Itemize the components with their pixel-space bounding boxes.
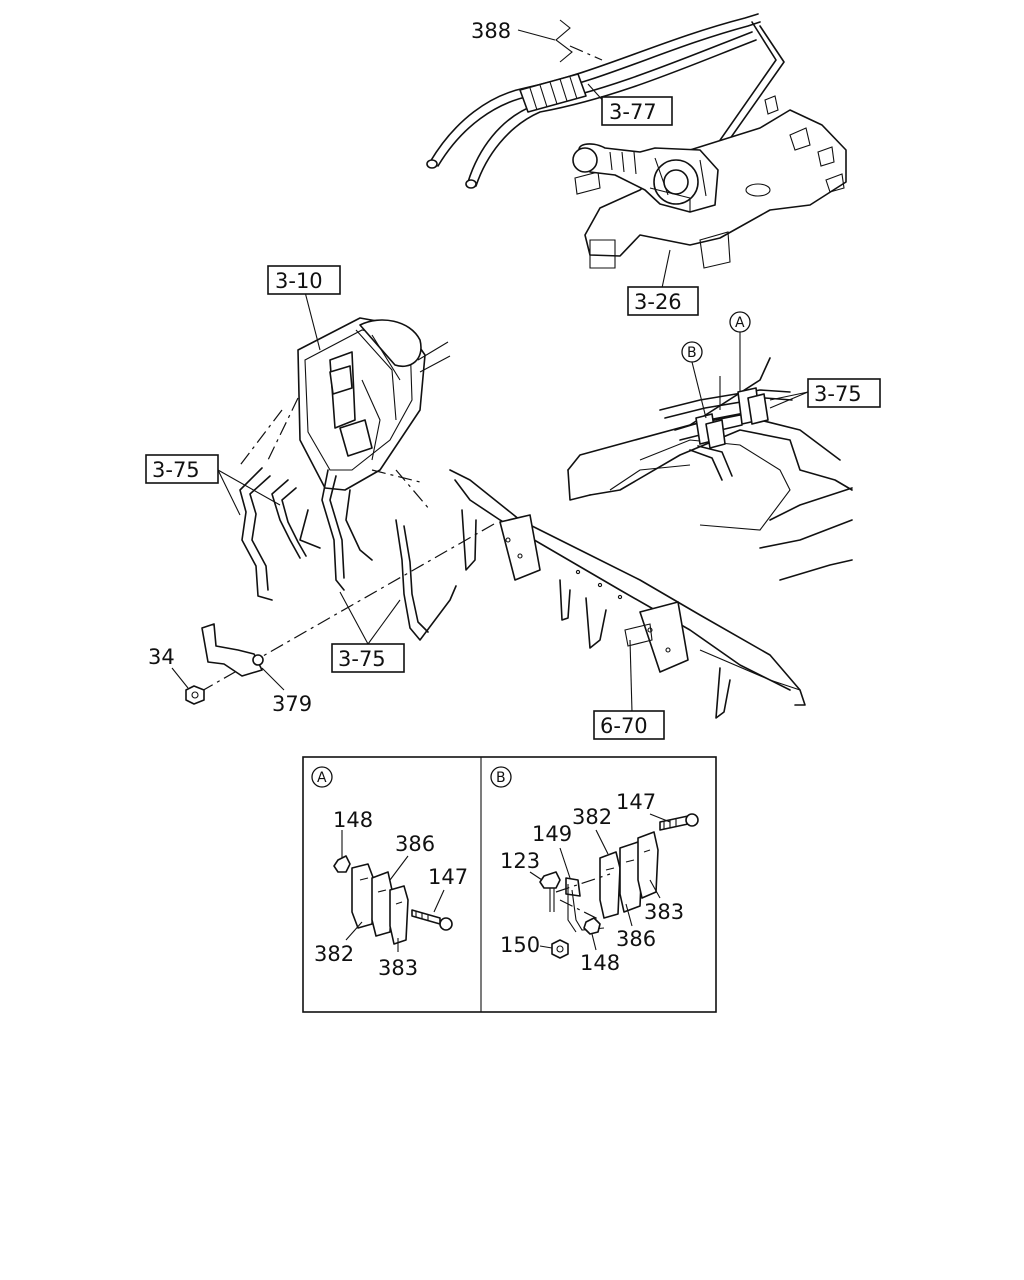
callout-3-10: 3-10	[267, 265, 341, 351]
detail-b-label-386: 386	[616, 927, 656, 951]
callout-34: 34	[148, 645, 189, 689]
callout-A-top-label: A	[735, 315, 745, 331]
detail-b-label-382: 382	[572, 805, 612, 829]
callout-388: 388	[471, 19, 603, 63]
detail-a-label-383: 383	[378, 956, 418, 980]
detail-b-label-150: 150	[500, 933, 540, 957]
callout-A-top: A	[729, 311, 751, 392]
callout-388-label: 388	[471, 19, 511, 43]
callout-3-26-label: 3-26	[634, 290, 682, 314]
detail-a-marker: A	[317, 770, 327, 786]
callout-379: 379	[261, 667, 312, 716]
callout-3-75-left-label: 3-75	[152, 458, 200, 482]
detail-b-label-123: 123	[500, 849, 540, 873]
detail-b-label-147: 147	[616, 790, 656, 814]
callout-3-77: 3-77	[587, 83, 673, 126]
harness-left	[237, 397, 457, 641]
detail-b-marker: B	[496, 770, 506, 786]
detail-b-label-149: 149	[532, 822, 572, 846]
callout-3-75-right: 3-75	[769, 378, 881, 409]
pedal-bracket-assembly	[297, 317, 451, 491]
detail-b: B 147 382 149 123 383 386 150 148	[490, 766, 699, 975]
clip-379-and-nut-34	[185, 523, 495, 705]
callout-B-top-label: B	[687, 345, 697, 361]
detail-a-label-386: 386	[395, 832, 435, 856]
connector-clips	[659, 376, 793, 481]
callout-3-75-left: 3-75	[145, 454, 281, 516]
brake-pipe-assembly	[426, 13, 847, 269]
detail-a-label-148: 148	[333, 808, 373, 832]
callout-3-26: 3-26	[627, 249, 699, 316]
callout-3-75-bottom: 3-75	[331, 591, 405, 673]
callout-6-70-label: 6-70	[600, 714, 648, 738]
callout-3-75-bottom-label: 3-75	[338, 647, 386, 671]
callout-34-label: 34	[148, 645, 175, 669]
callout-3-75-right-label: 3-75	[814, 382, 862, 406]
callout-3-10-label: 3-10	[275, 269, 323, 293]
detail-a-label-382: 382	[314, 942, 354, 966]
callout-6-70: 6-70	[593, 639, 665, 740]
detail-b-label-148: 148	[580, 951, 620, 975]
callout-379-label: 379	[272, 692, 312, 716]
detail-a-label-147: 147	[428, 865, 468, 889]
callout-3-77-label: 3-77	[609, 100, 657, 124]
callout-B-top: B	[681, 341, 707, 419]
chassis-frame-rail	[449, 469, 806, 719]
detail-a: A 148 386 147 382 383	[311, 766, 468, 980]
detail-b-label-383: 383	[644, 900, 684, 924]
